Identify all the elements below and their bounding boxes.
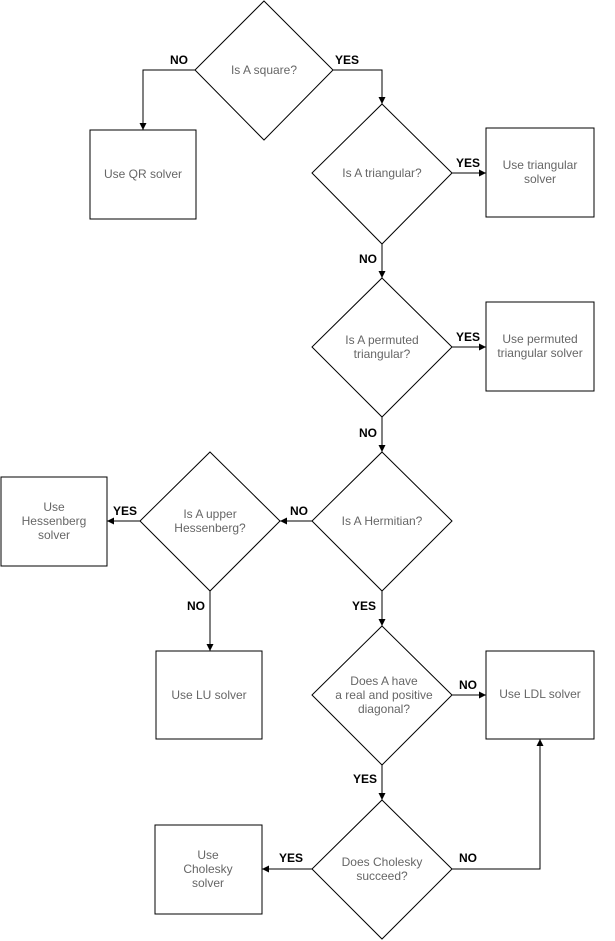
label-hermitian-yes: YES [352,599,376,613]
edge-cholesky-no [452,739,544,870]
node-text-line: triangular solver [497,346,582,360]
node-text-line: Use LU solver [171,688,246,702]
node-text-line: Hessenberg? [174,521,246,535]
node-text-line: Is A permuted [345,333,418,347]
node-text-line: Does A have [350,674,418,688]
node-text-line: solver [38,528,70,542]
label-permuted-yes: YES [456,330,480,344]
decision-text-is-square: Is A square? [231,63,297,77]
outcome-text-ldl-solver: Use LDL solver [499,687,581,701]
decision-is-square: Is A square? [194,0,334,141]
decision-text-is-hermitian: Is A Hermitian? [342,514,423,528]
node-text-line: Is A triangular? [342,166,422,180]
outcome-lu-solver: Use LU solver [155,650,263,740]
edge-square-yes [333,69,386,104]
node-text-line: Does Cholesky [342,855,423,869]
outcome-ldl-solver: Use LDL solver [485,650,595,740]
decision-is-hermitian: Is A Hermitian? [311,451,453,592]
label-cholesky-no: NO [459,851,477,865]
label-hessenberg-yes: YES [113,504,137,518]
node-text-line: Is A upper [183,507,236,521]
edge-square-no [139,69,195,130]
node-text-line: succeed? [356,869,408,883]
node-text-line: Use LDL solver [499,687,581,701]
outcome-text-lu-solver: Use LU solver [171,688,246,702]
label-diagonal-yes: YES [353,772,377,786]
label-triangular-no: NO [359,252,377,266]
node-text-line: Hessenberg [22,514,87,528]
label-diagonal-no: NO [459,678,477,692]
node-text-line: solver [524,172,556,186]
node-text-line: Use [197,848,219,862]
decision-is-triangular: Is A triangular? [311,103,453,245]
outcome-text-qr-solver: Use QR solver [104,167,182,181]
label-hermitian-no: NO [290,504,308,518]
node-text-line: Use triangular [503,158,578,172]
node-text-line: Is A Hermitian? [342,514,423,528]
edges [107,69,544,873]
node-text-line: Use permuted [502,332,577,346]
node-text-line: Is A square? [231,63,297,77]
node-text-line: Use [43,500,65,514]
node-text-line: a real and positive [335,688,433,702]
label-square-no: NO [170,53,188,67]
node-text-line: solver [192,876,224,890]
edge-labels: NO YES YES NO YES NO NO YES YES NO NO YE… [113,53,480,865]
label-triangular-yes: YES [456,156,480,170]
node-text-line: Use QR solver [104,167,182,181]
label-square-yes: YES [335,53,359,67]
node-text-line: diagonal? [358,702,410,716]
label-hessenberg-no: NO [187,599,205,613]
label-cholesky-yes: YES [279,851,303,865]
outcome-qr-solver: Use QR solver [89,129,197,220]
label-permuted-no: NO [359,426,377,440]
node-text-line: Cholesky [183,862,232,876]
decision-text-is-triangular: Is A triangular? [342,166,422,180]
node-text-line: triangular? [354,347,411,361]
